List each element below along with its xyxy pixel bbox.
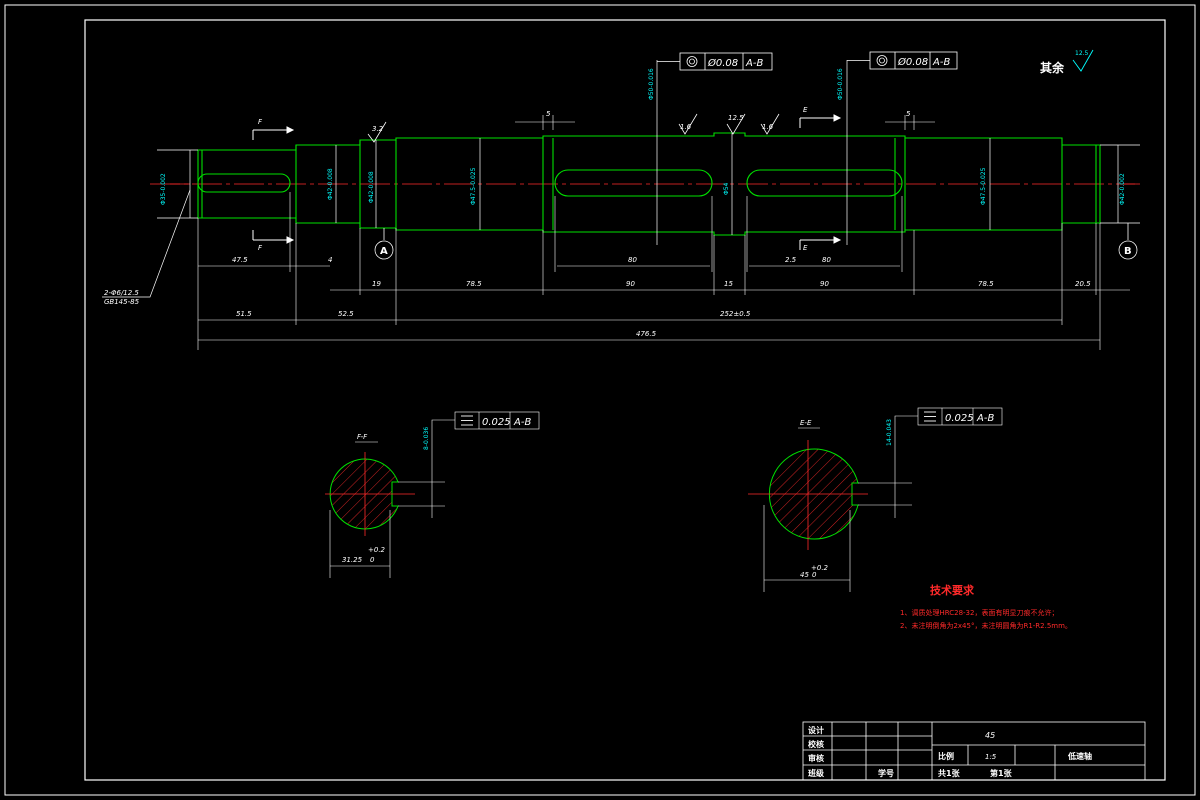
symmetry-2-datum: A-B — [976, 413, 994, 424]
small-dim-1: 5 — [906, 110, 911, 118]
dim-total: 476.5 — [636, 330, 657, 338]
dim-row2-5: 78.5 — [978, 280, 994, 288]
f-key-width: 8-0.036 — [423, 427, 430, 450]
dim-row3-0: 51.5 — [236, 310, 252, 318]
dia-collar: Φ54 — [723, 182, 730, 195]
tb-material: 45 — [985, 731, 995, 740]
roughness-mark-1: 3.2 — [372, 125, 384, 133]
tech-req-item-1: 1、调质处理HRC28-32，表面有明显刀痕不允许； — [900, 608, 1058, 617]
dia-seg3: Φ47.5-0.025 — [470, 167, 477, 205]
dia-seg-right: Φ47.5-0.025 — [980, 167, 987, 205]
outer-border — [4, 4, 1196, 796]
tb-part-name: 低速轴 — [1067, 751, 1092, 761]
dim-row2-1: 78.5 — [466, 280, 482, 288]
f-tol-upper: +0.2 — [368, 546, 386, 554]
roughness-mark-2: 1.6 — [680, 123, 692, 131]
dim-row2-0: 19 — [372, 280, 381, 288]
dim-row3-2: 252±0.5 — [720, 310, 751, 318]
dim-row1-4: 80 — [822, 256, 831, 264]
e-tol-lower: 0 — [812, 571, 817, 579]
drawing-frame — [84, 19, 1166, 781]
section-mark-e-bottom: E — [803, 244, 808, 252]
datum-circles — [374, 223, 1138, 260]
dim-row1-0: 47.5 — [232, 256, 248, 264]
roughness-symbols — [367, 113, 780, 143]
keyway-2 — [746, 169, 903, 197]
keyway-note-line2: GB145-85 — [104, 298, 140, 306]
dia-end-left: Φ35-0.002 — [160, 173, 167, 205]
section-mark-f-bottom: F — [258, 244, 263, 252]
dim-row3-1: 52.5 — [338, 310, 354, 318]
tb-scale-label: 比例 — [938, 751, 954, 761]
section-e-e — [748, 407, 1003, 592]
tb-label-design: 设计 — [808, 725, 824, 735]
e-width: 45 — [800, 571, 809, 579]
diameter-dim-lines — [157, 60, 1140, 245]
e-tol-upper: +0.2 — [811, 564, 829, 572]
e-key-width: 14-0.043 — [886, 419, 893, 446]
dia-top-1: Φ50-0.016 — [648, 68, 655, 100]
tb-label-check: 校核 — [808, 739, 824, 749]
tech-req-title: 技术要求 — [930, 583, 975, 597]
section-title-e: E-E — [800, 419, 812, 427]
section-f-f — [325, 411, 540, 578]
remaining-roughness-label: 其余 — [1040, 60, 1065, 75]
symmetry-1-tolerance: 0.025 — [482, 417, 511, 428]
extension-lines — [197, 115, 1130, 350]
section-mark-f-top: F — [258, 118, 263, 126]
dim-row2-2: 90 — [626, 280, 635, 288]
section-mark-e-top: E — [803, 106, 808, 114]
roughness-mark-3: 12.5 — [728, 114, 744, 122]
dia-end-right: Φ42-0.002 — [1119, 173, 1126, 205]
remaining-roughness-value: 12.5 — [1075, 50, 1089, 57]
remaining-roughness-symbol — [1072, 49, 1094, 72]
left-keyway — [197, 173, 291, 193]
symmetry-2-tolerance: 0.025 — [945, 413, 974, 424]
f-tol-lower: 0 — [370, 556, 375, 564]
tb-label-student-no: 学号 — [878, 768, 894, 778]
dim-row2-4: 90 — [820, 280, 829, 288]
small-dim-0: 5 — [546, 110, 551, 118]
runout-frames-lines — [657, 51, 958, 71]
dim-row2-3: 15 — [724, 280, 733, 288]
section-title-f: F-F — [357, 433, 368, 441]
tb-sheet-no: 第1张 — [990, 768, 1013, 778]
title-block-grid — [802, 721, 1146, 781]
keyway-leader — [102, 189, 191, 298]
runout-1-datum: A-B — [745, 58, 763, 69]
datum-b-label: B — [1124, 246, 1132, 257]
dia-top-2: Φ50-0.016 — [837, 68, 844, 100]
runout-2-datum: A-B — [932, 57, 950, 68]
keyway-1 — [554, 169, 713, 197]
section-cut-marks — [252, 114, 842, 250]
dim-row2-6: 20.5 — [1075, 280, 1091, 288]
tb-scale-value: 1:5 — [985, 753, 997, 761]
runout-2-tolerance: Ø0.08 — [897, 56, 928, 68]
tb-label-review: 审核 — [808, 753, 824, 763]
dia-seg2: Φ42-0.008 — [327, 168, 334, 200]
keyway-note-line1: 2-Φ6/12.5 — [104, 289, 139, 297]
roughness-mark-4: 1.6 — [762, 123, 774, 131]
dia-seg2b: Φ42-0.008 — [368, 171, 375, 203]
tech-req-item-2: 2、未注明倒角为2x45°，未注明圆角为R1-R2.5mm。 — [900, 621, 1072, 630]
symmetry-1-datum: A-B — [513, 417, 531, 428]
dim-row1-1: 4 — [328, 256, 332, 264]
dim-row1-2: 80 — [628, 256, 637, 264]
datum-a-label: A — [380, 246, 388, 257]
f-width: 31.25 — [342, 556, 363, 564]
dim-row1-3: 2.5 — [785, 256, 797, 264]
runout-1-tolerance: Ø0.08 — [707, 57, 738, 69]
tb-label-class: 班级 — [808, 768, 825, 778]
tb-sheets-total: 共1张 — [938, 768, 961, 778]
